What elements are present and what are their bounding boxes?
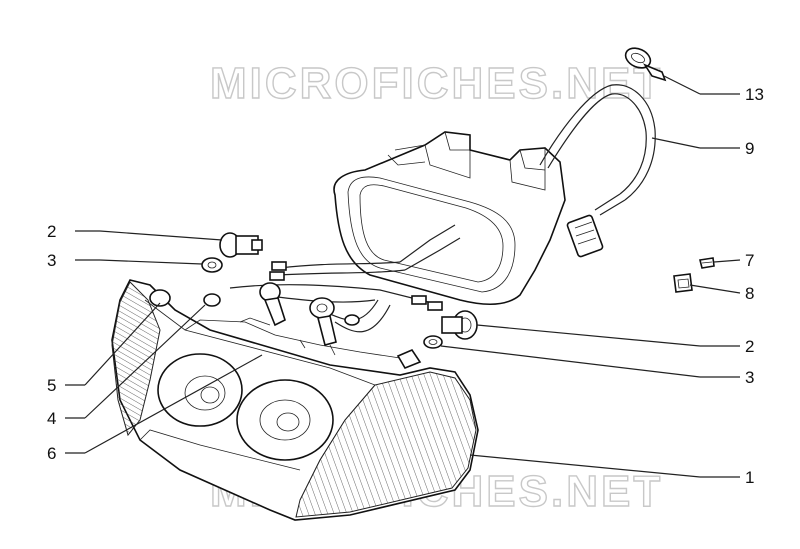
callout-2-right: 2 bbox=[745, 337, 754, 356]
housing-shell bbox=[333, 131, 566, 306]
callout-7: 7 bbox=[745, 251, 754, 270]
callout-5: 5 bbox=[47, 376, 56, 395]
terminal bbox=[411, 295, 427, 305]
cable-clip-13 bbox=[624, 47, 652, 69]
watermark-top: MICROFICHES.NET bbox=[210, 59, 663, 108]
connector-plug bbox=[566, 214, 604, 258]
callout-8: 8 bbox=[745, 284, 754, 303]
bulb-socket-2-right bbox=[441, 310, 478, 340]
terminal bbox=[269, 271, 285, 281]
bulb-socket-2-left bbox=[219, 232, 263, 258]
callout-9: 9 bbox=[745, 139, 754, 158]
lamp-bulb-holders bbox=[149, 282, 422, 369]
headlamp-lens-1 bbox=[111, 279, 479, 521]
bulb-3-left bbox=[201, 257, 223, 273]
terminal bbox=[427, 301, 443, 311]
terminal bbox=[271, 261, 287, 271]
screw-7 bbox=[699, 257, 715, 269]
nut-8 bbox=[673, 273, 693, 293]
leader-lines bbox=[65, 75, 741, 478]
callout-1: 1 bbox=[745, 468, 754, 487]
callout-3-left: 3 bbox=[47, 251, 56, 270]
bulb-3-right bbox=[423, 335, 443, 349]
cable-harness-9 bbox=[539, 47, 667, 258]
callout-13: 13 bbox=[745, 85, 764, 104]
callout-2-left: 2 bbox=[47, 222, 56, 241]
callout-4: 4 bbox=[47, 409, 56, 428]
callout-6: 6 bbox=[47, 444, 56, 463]
callout-3-right: 3 bbox=[745, 368, 754, 387]
